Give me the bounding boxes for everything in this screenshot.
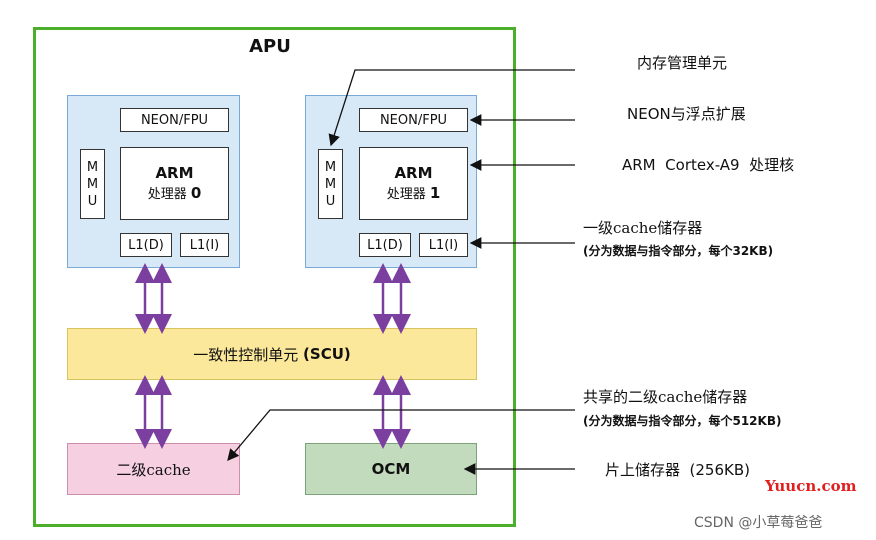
arm-sub-text: 处理器 xyxy=(147,186,187,202)
mmu-letter: M xyxy=(324,176,337,192)
ocm-box: OCM xyxy=(305,443,477,495)
scu-text: 一致性控制单元 xyxy=(193,345,299,364)
scu-box: 一致性控制单元 (SCU) xyxy=(67,328,477,380)
neon-fpu-box: NEON/FPU xyxy=(359,108,468,132)
mmu-letter: U xyxy=(325,193,336,209)
mmu-letter: U xyxy=(87,193,98,209)
l1d-box: L1(D) xyxy=(120,233,172,257)
label-l2-detail: (分为数据与指令部分，每个512KB) xyxy=(583,414,782,428)
label-arm: ARM Cortex-A9 处理核 xyxy=(622,156,795,174)
core-1: NEON/FPU M M U ARM 处理器 1 L1(D) L1(I) xyxy=(305,95,477,268)
arm-processor-box: ARM 处理器 0 xyxy=(120,147,229,220)
watermark-site: Yuucn.com xyxy=(765,477,857,495)
arm-name: ARM xyxy=(155,163,194,182)
arm-sub-text: 处理器 xyxy=(386,186,426,202)
arm-sub: 处理器 1 xyxy=(387,183,441,205)
mmu-box: M M U xyxy=(80,149,105,219)
apu-title: APU xyxy=(249,36,291,57)
l1d-box: L1(D) xyxy=(359,233,411,257)
l1i-box: L1(I) xyxy=(419,233,468,257)
mmu-letter: M xyxy=(324,159,337,175)
scu-abbr: (SCU) xyxy=(303,345,351,363)
watermark-csdn: CSDN @小草莓爸爸 xyxy=(694,515,823,531)
core-0: NEON/FPU M M U ARM 处理器 0 L1(D) L1(I) xyxy=(67,95,240,268)
l2-annotation-arrow xyxy=(227,409,575,461)
label-mmu: 内存管理单元 xyxy=(637,54,728,72)
label-l2-title: 共享的二级cache储存器 xyxy=(583,388,748,406)
mmu-box: M M U xyxy=(318,149,343,219)
neon-fpu-box: NEON/FPU xyxy=(120,108,229,132)
label-neon: NEON与浮点扩展 xyxy=(627,105,746,123)
arm-name: ARM xyxy=(394,163,433,182)
mmu-letter: M xyxy=(86,159,99,175)
label-l1-title: 一级cache储存器 xyxy=(583,219,703,237)
mmu-letter: M xyxy=(86,176,99,192)
arm-num: 0 xyxy=(190,183,202,202)
l1i-box: L1(I) xyxy=(180,233,229,257)
arm-num: 1 xyxy=(429,183,441,202)
arm-processor-box: ARM 处理器 1 xyxy=(359,147,468,220)
label-l1-detail: (分为数据与指令部分，每个32KB) xyxy=(583,244,774,258)
label-ocm: 片上储存器 (256KB) xyxy=(605,461,750,479)
arm-sub: 处理器 0 xyxy=(148,183,202,205)
mmu-annotation-arrow xyxy=(328,69,575,147)
